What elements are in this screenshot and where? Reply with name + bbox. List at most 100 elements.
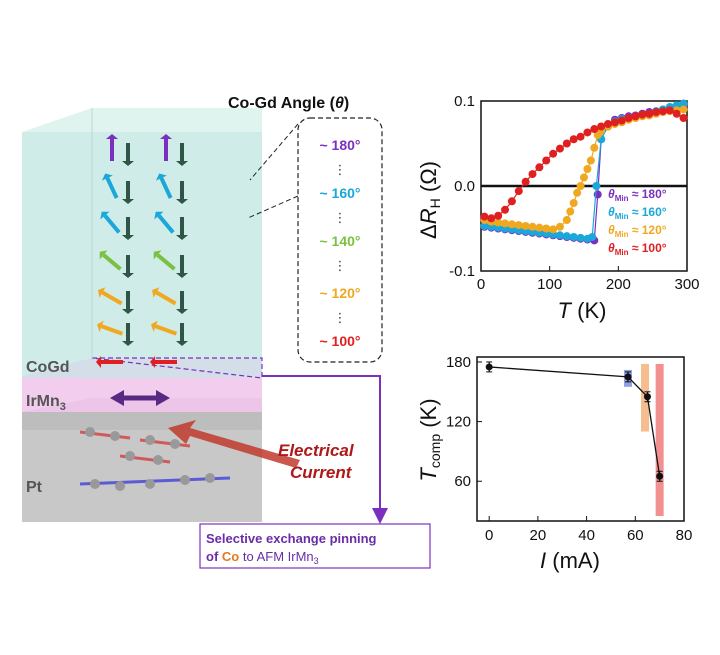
chart1-point — [679, 99, 688, 108]
chart1-xtick-label: 100 — [537, 276, 562, 293]
cogd-layer-top — [22, 108, 262, 132]
gd-spin-arrow — [101, 173, 119, 199]
gd-spin-arrow — [106, 134, 118, 161]
chart1-point — [480, 212, 489, 221]
angle-label: ~ 100° — [319, 333, 360, 349]
chart1-point — [501, 219, 510, 228]
chart1-point — [658, 107, 667, 116]
angle-label: ~ 120° — [319, 285, 360, 301]
callout-line-bottom — [247, 195, 299, 219]
chart1-point — [555, 222, 564, 231]
chart1-xtick-label: 300 — [674, 276, 699, 293]
chart1-point — [487, 214, 496, 223]
cogd-interface-dash — [91, 357, 263, 379]
chart2-point — [624, 373, 632, 381]
chart1-point — [549, 149, 558, 158]
chart1-point — [631, 112, 640, 121]
chart1-point — [665, 106, 674, 115]
chart1-point — [583, 128, 592, 137]
layer-label-cogd: CoGd — [26, 359, 70, 376]
chart2-point — [643, 393, 651, 401]
co-spin-arrow — [176, 217, 188, 240]
angle-label: ~ 160° — [319, 185, 360, 201]
chart1-point — [672, 109, 681, 118]
gd-spin-arrow — [155, 173, 173, 199]
layer-label-pt: Pt — [26, 479, 43, 496]
chart1-point — [507, 197, 516, 206]
chart1-xlabel: T (K) — [558, 298, 607, 323]
chart2-xtick-label: 0 — [485, 527, 493, 544]
ellipsis-mark: ⋮ — [334, 311, 347, 326]
chart1-point — [576, 233, 585, 242]
chart1-point — [576, 182, 585, 190]
pinned-spin-arrow — [150, 356, 177, 368]
gd-spin-arrow — [96, 320, 124, 336]
chart1-point — [652, 108, 661, 117]
chart2-point — [656, 472, 664, 480]
chart1-point — [566, 207, 575, 216]
chart1-point — [555, 144, 564, 153]
chart1-point — [590, 125, 599, 134]
chart1-point — [562, 216, 571, 224]
pinning-line-2: of Co to AFM IrMn3 — [206, 549, 319, 566]
chart1-point — [624, 114, 633, 122]
current-label-1: Electrical — [278, 441, 355, 460]
chart2-ylabel: Tcomp (K) — [416, 398, 443, 481]
chart1-point — [528, 222, 537, 231]
co-spin-arrow — [122, 255, 134, 278]
chart1-point — [494, 218, 503, 227]
chart1-point — [501, 205, 510, 214]
gd-spin-arrow — [153, 250, 176, 271]
chart1-point — [535, 163, 544, 172]
chart1-point — [597, 122, 606, 131]
chart1-point — [569, 135, 578, 144]
chart1-point — [583, 165, 592, 173]
chart2-xlabel: I (mA) — [540, 548, 600, 573]
co-spin-arrow — [176, 143, 188, 166]
chart1-point — [514, 221, 523, 230]
gd-spin-arrow — [100, 211, 121, 234]
chart1-point — [576, 132, 585, 141]
chart1-ylabel: ΔRH (Ω) — [416, 161, 443, 239]
chart2-ytick-label: 120 — [446, 414, 471, 431]
chart2-xtick-label: 60 — [627, 527, 644, 544]
co-spin-arrow — [176, 323, 188, 346]
chart2-xtick-label: 80 — [676, 527, 693, 544]
chart1-legend-entry: θMin ≈ 180° — [608, 187, 667, 203]
co-spin-arrow — [176, 255, 188, 278]
ellipsis-mark: ⋮ — [334, 211, 347, 226]
chart1-legend-entry: θMin ≈ 100° — [608, 241, 667, 257]
chart2-xtick-label: 40 — [578, 527, 595, 544]
chart2-line — [489, 366, 661, 477]
angle-list: ~ 180°⋮~ 160°⋮~ 140°⋮~ 120°⋮~ 100° — [319, 137, 360, 349]
chart1-point — [555, 231, 564, 240]
chart1-legend-entry: θMin ≈ 120° — [608, 223, 667, 239]
chart1-ytick-label: 0.0 — [454, 178, 475, 195]
chart1-point — [586, 156, 595, 165]
gd-spin-arrow — [152, 287, 177, 306]
ellipsis-mark: ⋮ — [334, 259, 347, 274]
cogd-interface — [22, 358, 262, 378]
pinning-box — [199, 523, 431, 569]
chart2-ytick-label: 60 — [454, 473, 471, 490]
chart1-point — [569, 199, 578, 207]
angle-label: ~ 140° — [319, 233, 360, 249]
chart1-point — [590, 143, 599, 152]
pinning-connector — [262, 375, 388, 524]
layer-stack — [22, 108, 263, 522]
co-spin-arrow — [122, 291, 134, 314]
chart1-point — [573, 188, 582, 197]
chart1-point — [645, 109, 654, 118]
chart1-point — [617, 116, 626, 125]
chart1-point — [588, 233, 597, 241]
chart1-xtick-label: 200 — [606, 276, 631, 293]
gd-spin-arrow — [160, 134, 172, 161]
chart1-point — [480, 221, 489, 230]
co-spin-arrow — [122, 143, 134, 166]
pinned-spin-arrow — [96, 356, 123, 368]
chart1-legend-entry: θMin ≈ 160° — [608, 205, 667, 221]
chart1-point — [679, 105, 688, 114]
chart1-point — [549, 225, 558, 234]
irmn-layer-inner — [22, 398, 262, 412]
